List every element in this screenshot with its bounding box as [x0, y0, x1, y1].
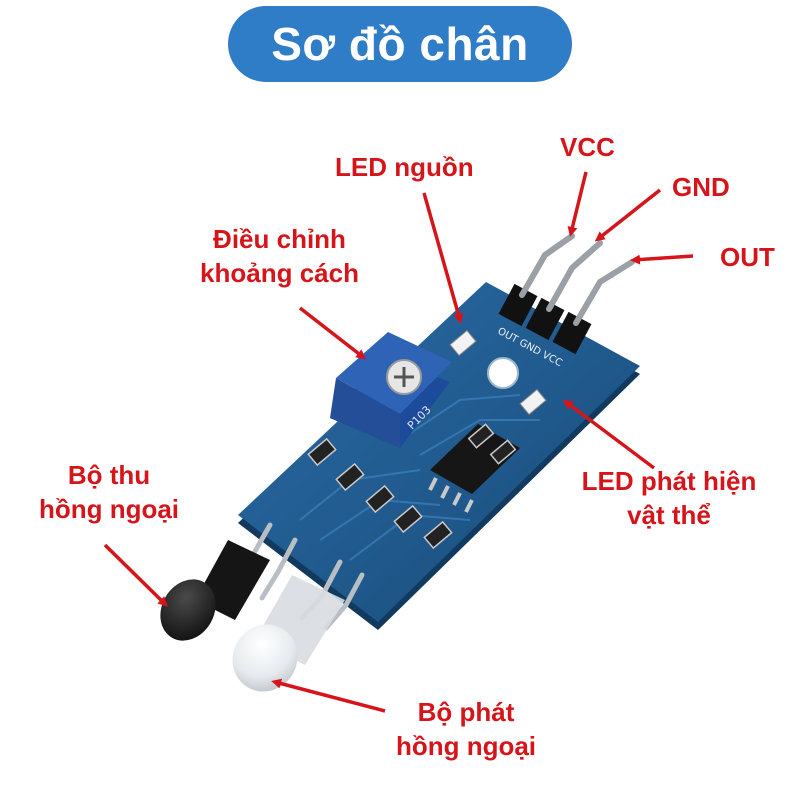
label-ir-receiver-line2: hồng ngoại — [26, 492, 192, 526]
label-gnd-text: GND — [672, 172, 730, 202]
arrow-led-power — [424, 193, 460, 320]
label-ir-receiver: Bộ thu hồng ngoại — [26, 458, 192, 526]
label-ir-receiver-line1: Bộ thu — [26, 458, 192, 492]
label-object-led-line1: LED phát hiện — [562, 464, 776, 498]
arrow-ir-receiver — [105, 545, 165, 604]
label-out-text: OUT — [720, 242, 775, 272]
label-distance-adjust-line1: Điều chỉnh — [182, 222, 377, 256]
label-ir-emitter: Bộ phát hồng ngoại — [378, 695, 554, 763]
label-ir-emitter-line1: Bộ phát — [378, 695, 554, 729]
label-vcc-text: VCC — [560, 132, 615, 162]
arrow-out — [634, 256, 693, 260]
label-gnd: GND — [672, 170, 730, 204]
arrow-ir-emitter — [275, 682, 385, 711]
label-distance-adjust: Điều chỉnh khoảng cách — [182, 222, 377, 290]
arrow-object-led — [566, 402, 654, 468]
label-distance-adjust-line2: khoảng cách — [182, 256, 377, 290]
label-led-power: LED nguồn — [335, 150, 474, 184]
arrow-distance-adjust — [300, 308, 363, 357]
label-object-led-line2: vật thể — [562, 498, 776, 532]
label-ir-emitter-line2: hồng ngoại — [378, 729, 554, 763]
label-vcc: VCC — [560, 130, 615, 164]
arrow-gnd — [598, 190, 660, 239]
label-object-led: LED phát hiện vật thể — [562, 464, 776, 532]
label-out: OUT — [720, 240, 775, 274]
arrow-vcc — [571, 172, 586, 233]
label-led-power-text: LED nguồn — [335, 152, 474, 182]
mounting-hole — [488, 358, 518, 388]
